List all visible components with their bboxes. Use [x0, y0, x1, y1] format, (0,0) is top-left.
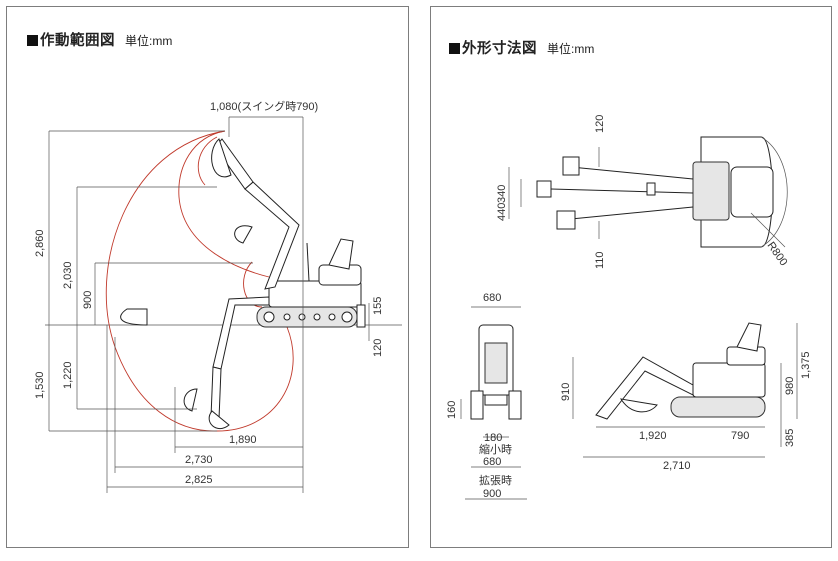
top-bucket-2 [536, 180, 552, 198]
bucket-lowered [208, 410, 230, 430]
dozer-blade [356, 304, 366, 328]
dim-1530-label: 1,530 [34, 371, 46, 399]
working-range-panel: 作動範囲図単位:mm [6, 6, 409, 548]
side-upper-body [692, 362, 766, 398]
boom-raised [244, 181, 300, 290]
dimensions-diagram: 120 340 440 110 R800 680 160 180 縮小時 680… [446, 115, 812, 500]
dim-160-label: 160 [446, 401, 458, 419]
title-square-icon [449, 43, 460, 54]
top-arm-3 [570, 206, 694, 220]
dim-155-label: 155 [372, 297, 384, 315]
working-range-title: 作動範囲図単位:mm [27, 29, 172, 50]
dim-r800-label: R800 [765, 240, 790, 268]
dim-top-label: 1,080(スイング時790) [210, 99, 318, 113]
dim-440-label: 440 [496, 203, 508, 221]
side-view [595, 322, 766, 420]
front-grille [484, 342, 508, 384]
front-track-left [470, 390, 484, 420]
envelope-inner-arc [197, 136, 218, 186]
bucket-dig [183, 388, 198, 412]
seat-base [318, 264, 362, 286]
side-boom [595, 356, 694, 420]
dim-910-label: 910 [560, 383, 572, 401]
envelope-outer-arc [105, 130, 226, 432]
control-lever [306, 242, 310, 282]
bucket-raised [211, 138, 232, 178]
dim-2730-label: 2,730 [185, 454, 213, 466]
front-track-right [508, 390, 522, 420]
dimensions-panel: 外形寸法図単位:mm 120 340 440 110 R800 [430, 6, 832, 548]
seat-back [328, 238, 354, 270]
dim-2825-label: 2,825 [185, 474, 213, 486]
dimensions-title: 外形寸法図単位:mm [449, 37, 594, 58]
dim-r800-line [750, 212, 786, 248]
dim-1220-label: 1,220 [62, 361, 74, 389]
dim-900-label: 900 [82, 291, 94, 309]
top-bucket-3 [556, 210, 576, 230]
shrink-label: 縮小時 [479, 442, 512, 456]
dim-2710-label: 2,710 [663, 460, 691, 472]
working-range-diagram: 1,080(スイング時790) 2,860 2,030 900 155 120 … [34, 99, 402, 493]
side-track [670, 396, 766, 418]
upper-body [268, 280, 362, 308]
dim-110-label: 110 [594, 251, 606, 269]
top-arm-2 [550, 188, 694, 194]
bucket-reach [120, 308, 148, 326]
dim-1890-label: 1,890 [229, 434, 257, 446]
unit-label: 単位:mm [547, 42, 595, 56]
top-view [536, 136, 788, 248]
side-bucket [619, 398, 658, 413]
dim-120-label: 120 [372, 339, 384, 357]
top-swing-radius [760, 136, 788, 248]
dim-2860-label: 2,860 [34, 229, 46, 257]
top-seat [730, 166, 774, 218]
boom-lowered [212, 296, 270, 370]
dim-680top-label: 680 [483, 292, 501, 304]
side-seat-back [736, 322, 762, 352]
top-arm-1 [570, 166, 694, 180]
dim-340-label: 340 [496, 185, 508, 203]
dim-980-label: 980 [784, 377, 796, 395]
title-square-icon [27, 35, 38, 46]
dim-1920-label: 1,920 [639, 430, 667, 442]
top-joint [646, 182, 656, 196]
envelope-mid-arc [178, 130, 270, 278]
unit-label: 単位:mm [125, 34, 173, 48]
expand-label: 拡張時 [479, 473, 512, 487]
front-view [470, 324, 522, 420]
track-rollers [263, 311, 353, 323]
front-chassis [484, 394, 508, 406]
dim-790-label: 790 [731, 430, 749, 442]
dim-120-label: 120 [594, 115, 606, 133]
envelope-small-arc [243, 261, 263, 308]
bucket-mid [234, 225, 253, 244]
top-bucket-1 [562, 156, 580, 176]
envelope-lower-arc [216, 326, 294, 432]
dim-900-label: 900 [483, 488, 501, 500]
dim-2030-label: 2,030 [62, 261, 74, 289]
dim-680-label: 680 [483, 456, 501, 468]
side-seat [726, 346, 766, 366]
dim-180-label: 180 [484, 432, 502, 444]
top-deck [692, 161, 730, 221]
dim-1375-label: 1,375 [800, 351, 812, 379]
dim-385-label: 385 [784, 429, 796, 447]
